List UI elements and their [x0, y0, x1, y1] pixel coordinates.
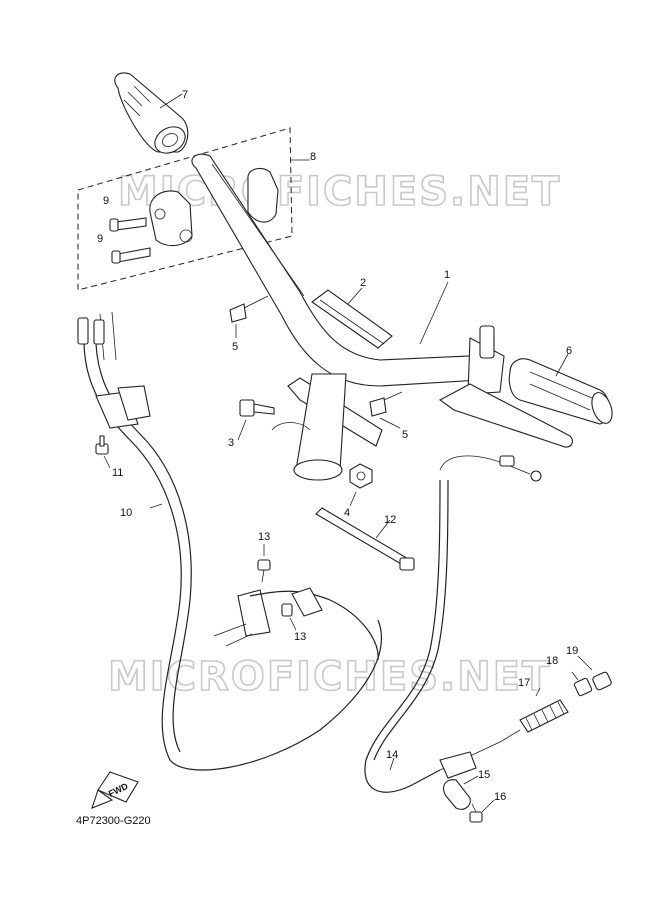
cable-fittings [77, 311, 117, 361]
callout-4: 4 [344, 507, 350, 519]
adjuster-18 [573, 677, 593, 697]
callout-19: 19 [566, 645, 578, 657]
nut-4 [349, 463, 373, 489]
callout-13a: 13 [258, 531, 270, 543]
screw-5b [369, 391, 403, 417]
callout-11: 11 [112, 467, 123, 479]
screw-16 [469, 803, 483, 823]
cable-clip [443, 779, 471, 810]
callout-9b: 9 [97, 233, 103, 245]
handlebar-holder [271, 373, 383, 481]
callout-8: 8 [310, 151, 316, 163]
callout-14: 14 [386, 749, 398, 761]
screw-13b [281, 603, 293, 617]
callout-12: 12 [384, 514, 396, 526]
bolt-3 [239, 399, 275, 417]
watermark-bottom: MICROFICHES.NET [108, 654, 551, 700]
callout-13b: 13 [294, 631, 306, 643]
handlebar-pad [311, 289, 393, 349]
callout-17: 17 [518, 677, 530, 689]
throttle-cable [83, 339, 382, 771]
cable-tie [315, 507, 415, 571]
screw-9b [111, 247, 151, 264]
callout-10: 10 [120, 507, 132, 519]
callout-2: 2 [360, 277, 366, 289]
brake-cable [364, 455, 542, 793]
handlebar [191, 153, 505, 395]
throttle-housing [149, 167, 279, 247]
left-grip [508, 358, 613, 425]
screw-13a [257, 559, 271, 583]
callout-1: 1 [444, 269, 450, 281]
brake-lever [438, 383, 573, 448]
watermark-top: MICROFICHES.NET [118, 169, 561, 215]
callout-5a: 5 [232, 341, 238, 353]
callout-3: 3 [228, 437, 234, 449]
callout-15: 15 [478, 769, 490, 781]
housing-group-box [77, 127, 293, 291]
brake-spring [519, 699, 569, 733]
callout-18: 18 [546, 655, 558, 667]
screw-5a [229, 295, 269, 323]
fwd-arrow: FWD [91, 771, 139, 809]
callout-6: 6 [566, 345, 572, 357]
callout-5b: 5 [402, 429, 408, 441]
nut-19 [592, 671, 612, 691]
screw-9a [109, 217, 147, 232]
throttle-grip [114, 72, 189, 154]
callout-9a: 9 [103, 195, 109, 207]
screw-11 [95, 435, 109, 455]
cable-junction [213, 587, 379, 661]
diagram-code: 4P72300-G220 [76, 815, 151, 827]
callout-7: 7 [182, 89, 188, 101]
callout-16: 16 [494, 791, 506, 803]
